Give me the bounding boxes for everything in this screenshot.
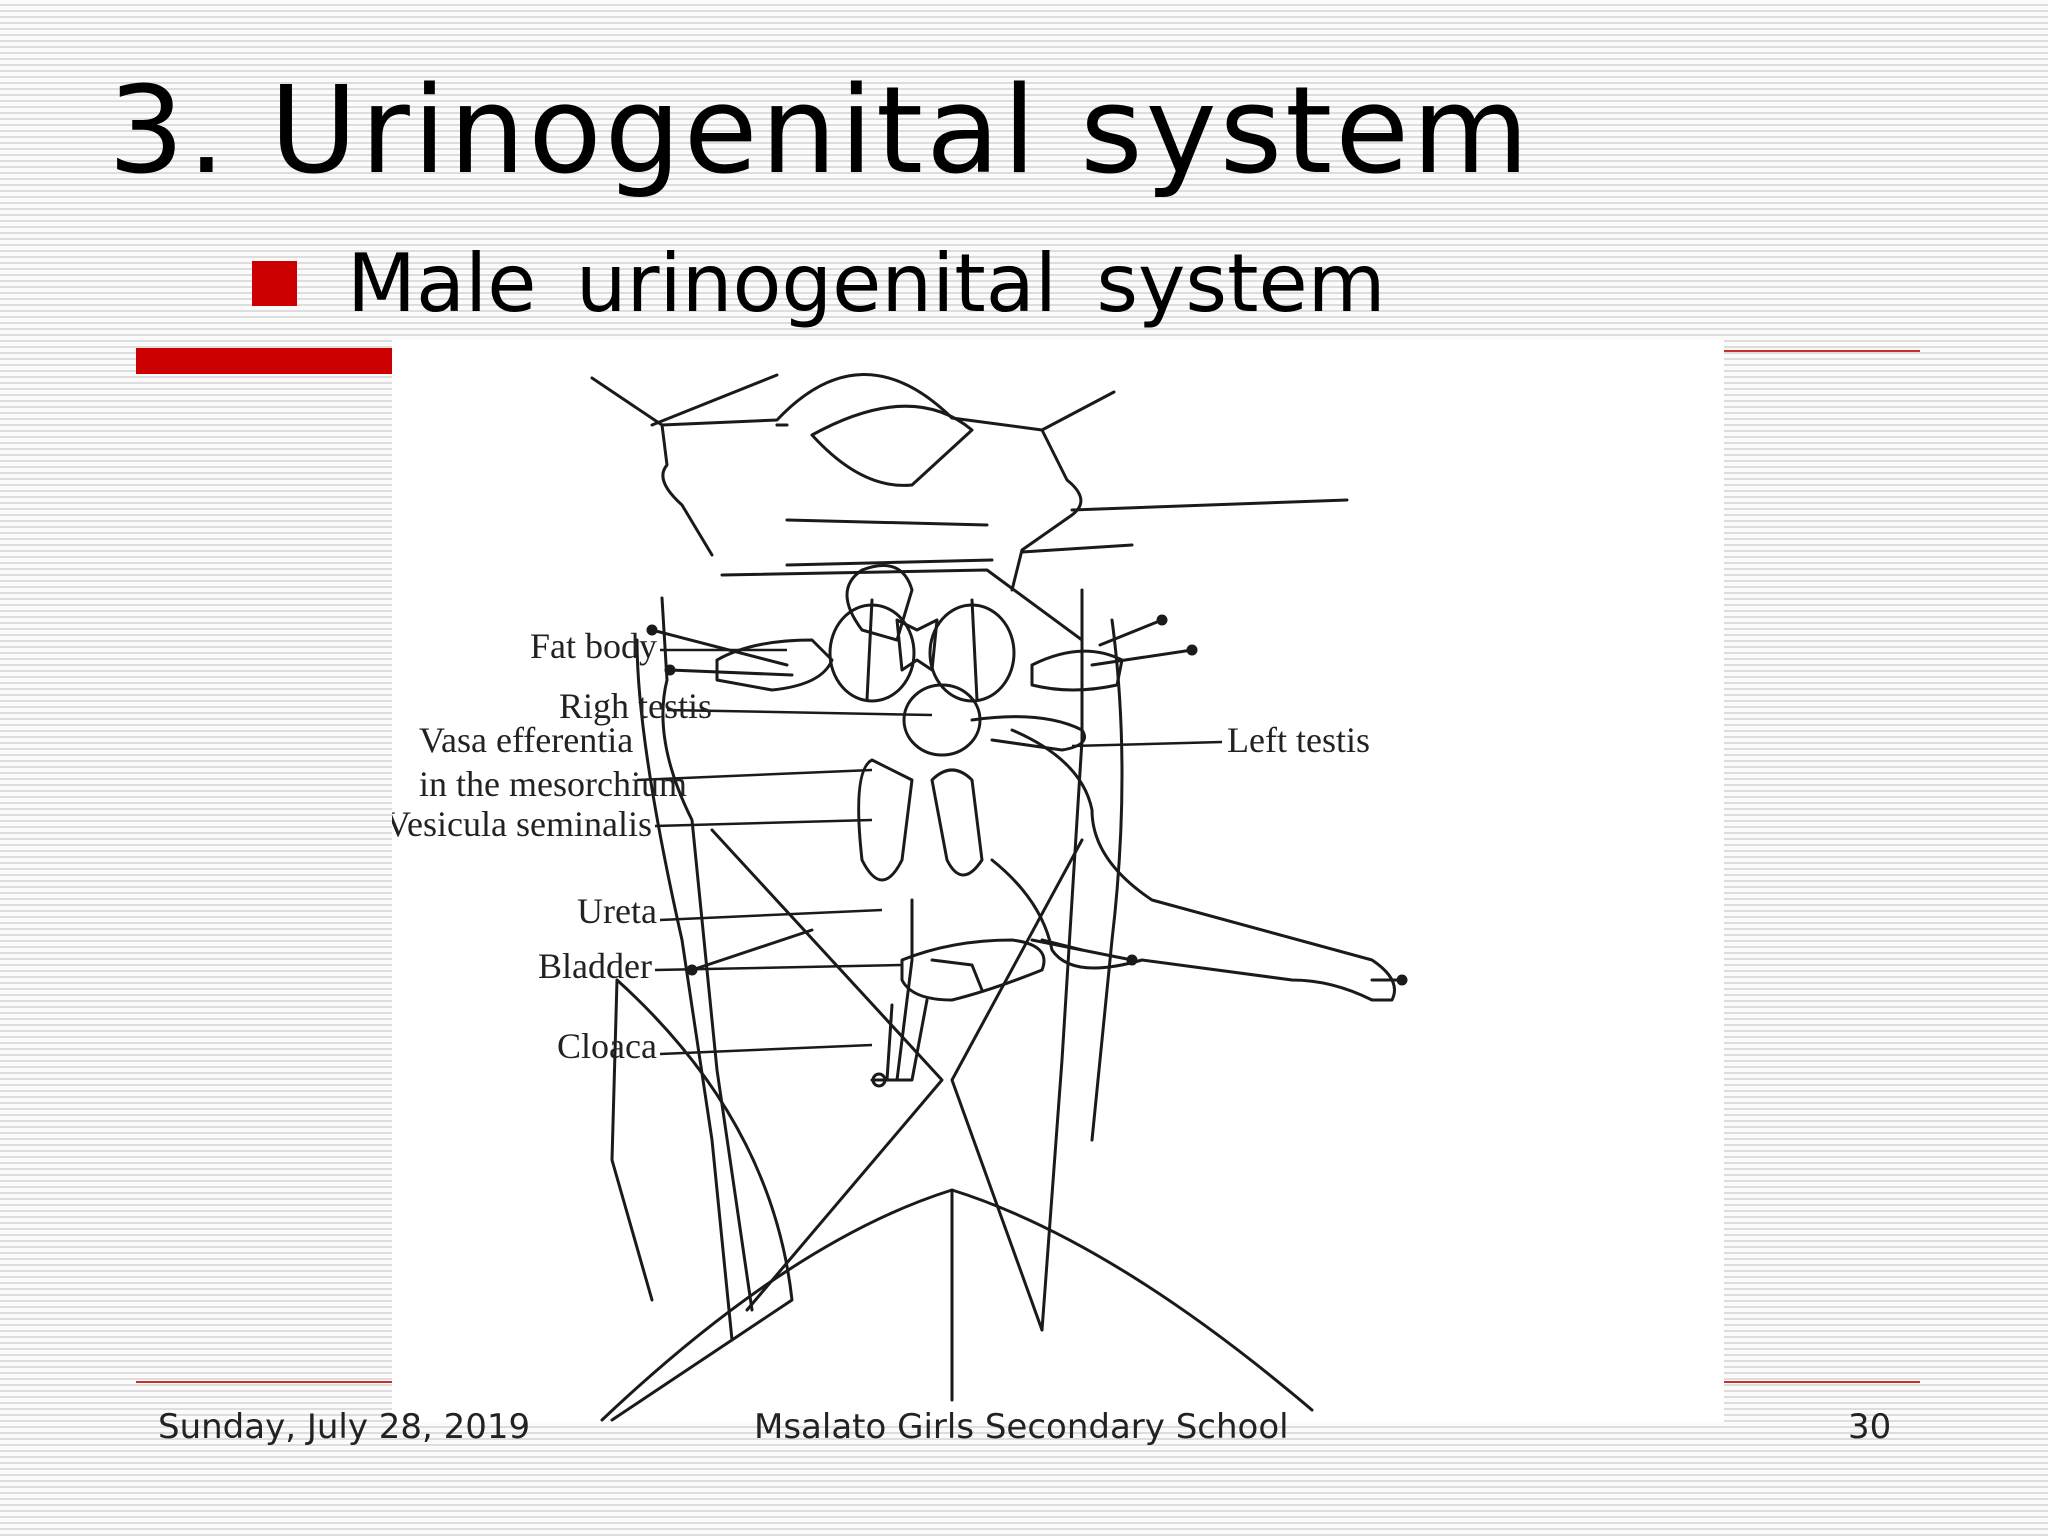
leader-lines	[636, 648, 1223, 1056]
footer-date: Sunday, July 28, 2019	[158, 1407, 531, 1447]
label-vesicula-seminalis: Vesicula seminalis	[392, 804, 652, 844]
title-divider-line	[1724, 350, 1920, 352]
label-ureta: Ureta	[577, 891, 657, 931]
title-underline-bar	[136, 348, 396, 374]
bullet-square-icon	[252, 260, 297, 306]
label-vasa-efferentia: Vasa efferentia	[419, 720, 633, 760]
label-fat-body: Fat body	[530, 626, 657, 666]
bullet-item: Male urinogenital system	[252, 236, 1386, 330]
label-right-testis: Righ testis	[559, 686, 712, 726]
bullet-text: Male urinogenital system	[347, 236, 1386, 330]
label-left-testis: Left testis	[1227, 720, 1370, 760]
slide-title: 3. Urinogenital system	[108, 62, 1532, 201]
diagram-svg: Fat body Righ testis Vasa efferentia in …	[392, 373, 1408, 1422]
label-cloaca: Cloaca	[557, 1026, 657, 1066]
footer-divider-line-right	[1724, 1381, 1920, 1383]
frog-urinogenital-diagram: Fat body Righ testis Vasa efferentia in …	[392, 340, 1724, 1422]
frog-outline	[590, 373, 1349, 1422]
footer-divider-line-left	[136, 1381, 396, 1383]
label-bladder: Bladder	[538, 946, 652, 986]
footer-page-number: 30	[1848, 1407, 1892, 1447]
diagram-labels: Fat body Righ testis Vasa efferentia in …	[392, 626, 1370, 1066]
organ-outlines	[715, 564, 1396, 1082]
pins	[646, 614, 1408, 1088]
footer-school: Msalato Girls Secondary School	[754, 1407, 1289, 1447]
label-mesorchium: in the mesorchium	[419, 764, 687, 804]
